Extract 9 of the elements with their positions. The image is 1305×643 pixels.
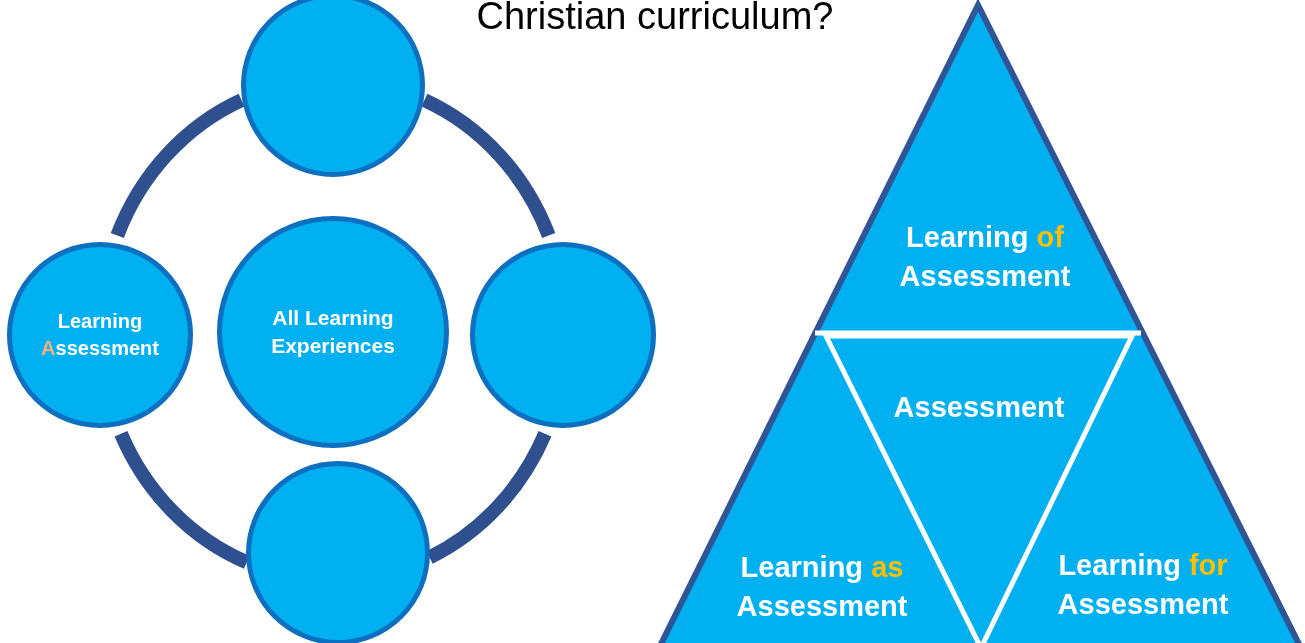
triangle-label: Learning for Assessment	[1056, 548, 1230, 623]
circle-label: All Learning Experiences	[270, 304, 396, 359]
ring-arc	[421, 93, 556, 239]
ring-arc	[110, 93, 245, 239]
title: Christian curriculum?	[475, 0, 835, 38]
triangle-label: Assessment	[893, 390, 1065, 425]
triangle-label: Learning as Assessment	[735, 550, 909, 625]
triangle-label: Learning of Assessment	[898, 220, 1072, 295]
circle-label: Learning Assessment	[40, 309, 160, 361]
